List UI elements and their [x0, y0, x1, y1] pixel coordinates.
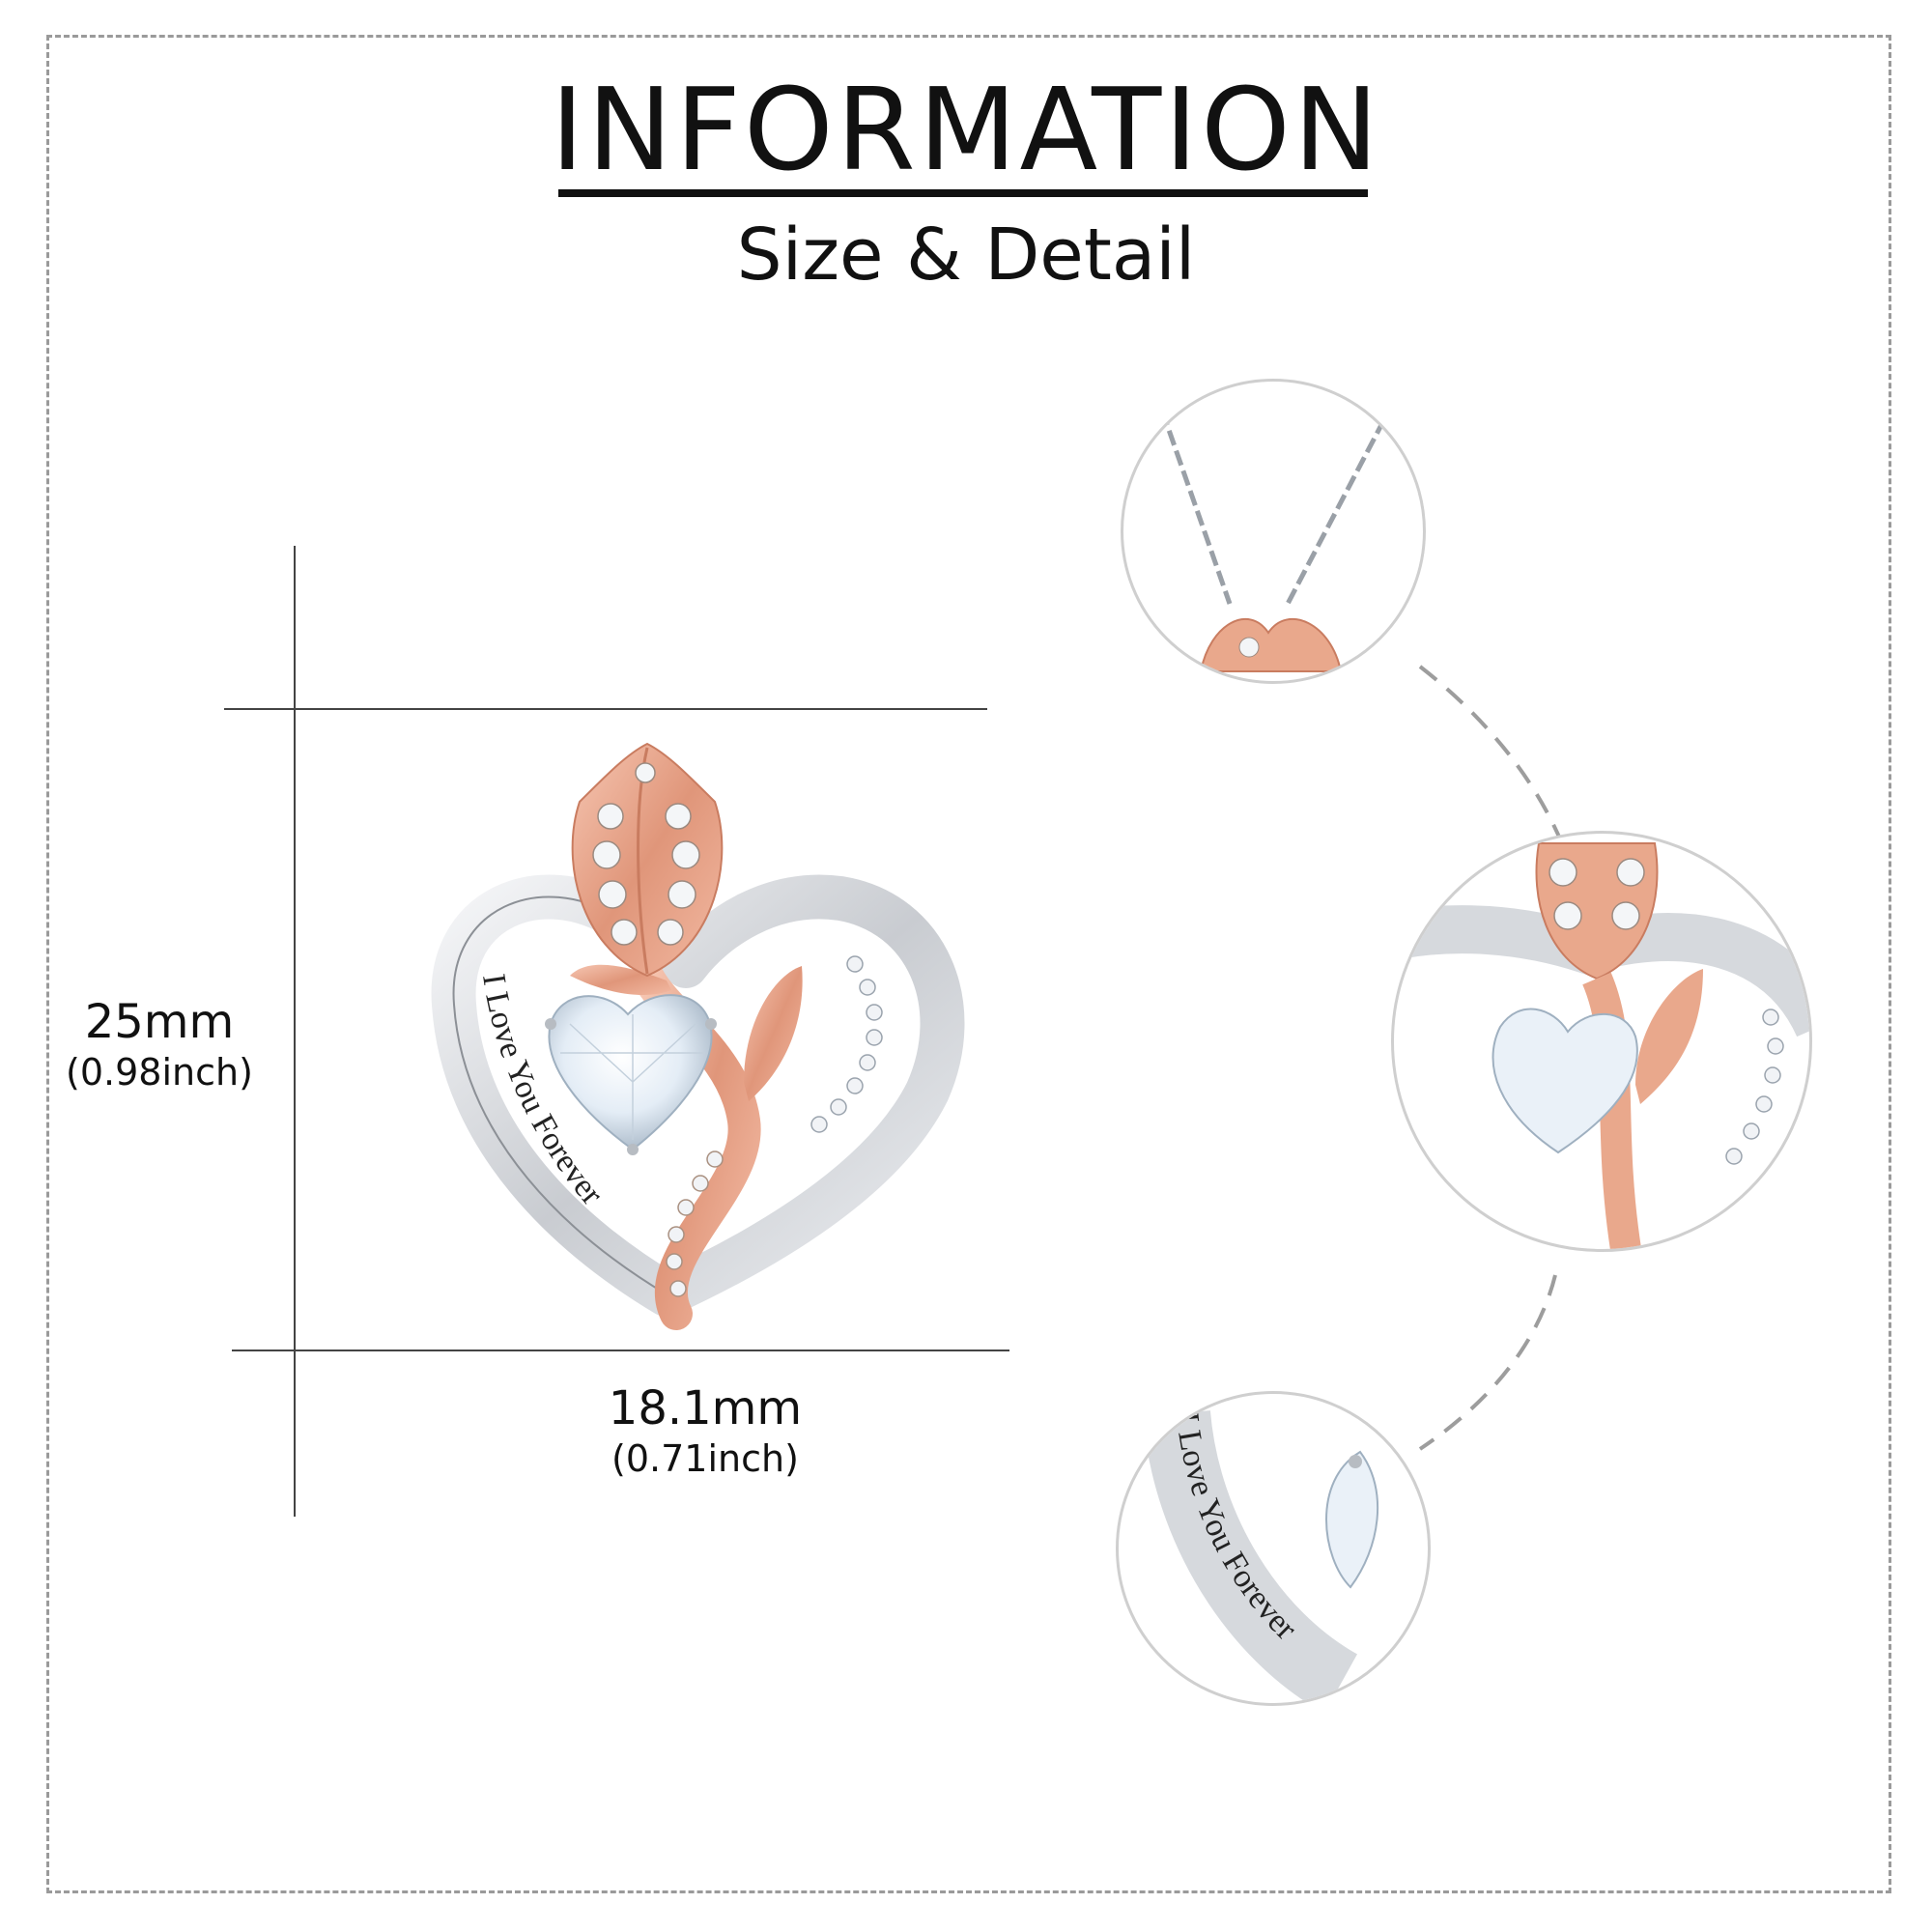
pendant-illustration: I Love You Forever [431, 742, 965, 1330]
heart-gemstone [545, 994, 717, 1155]
detail-circle-rose [1391, 831, 1812, 1252]
bottom-guide-line [232, 1350, 1009, 1351]
rose-detail-icon [1394, 842, 1809, 1249]
engraving-detail-icon: I Love You Forever [1143, 1409, 1379, 1703]
dashed-frame [46, 35, 1891, 1893]
height-mm: 25mm [84, 995, 235, 1049]
page-subtitle: Size & Detail [736, 213, 1196, 297]
height-label: 25mm (0.98inch) [39, 995, 280, 1094]
detail-circle-engraving: I Love You Forever [1116, 1391, 1431, 1706]
chain-detail-icon [1159, 399, 1397, 672]
width-inch: (0.71inch) [611, 1436, 799, 1480]
side-crystals [810, 955, 883, 1133]
top-guide-line [224, 708, 987, 710]
height-inch: (0.98inch) [66, 1050, 253, 1094]
page-title: INFORMATION [550, 63, 1382, 196]
heart-frame [431, 874, 965, 1317]
tulip-bud [571, 742, 724, 978]
width-label: 18.1mm (0.71inch) [541, 1381, 869, 1481]
detail-circle-chain [1121, 379, 1426, 684]
vertical-dimension-line [294, 546, 296, 1517]
title-underline [558, 189, 1368, 197]
width-mm: 18.1mm [608, 1381, 803, 1435]
